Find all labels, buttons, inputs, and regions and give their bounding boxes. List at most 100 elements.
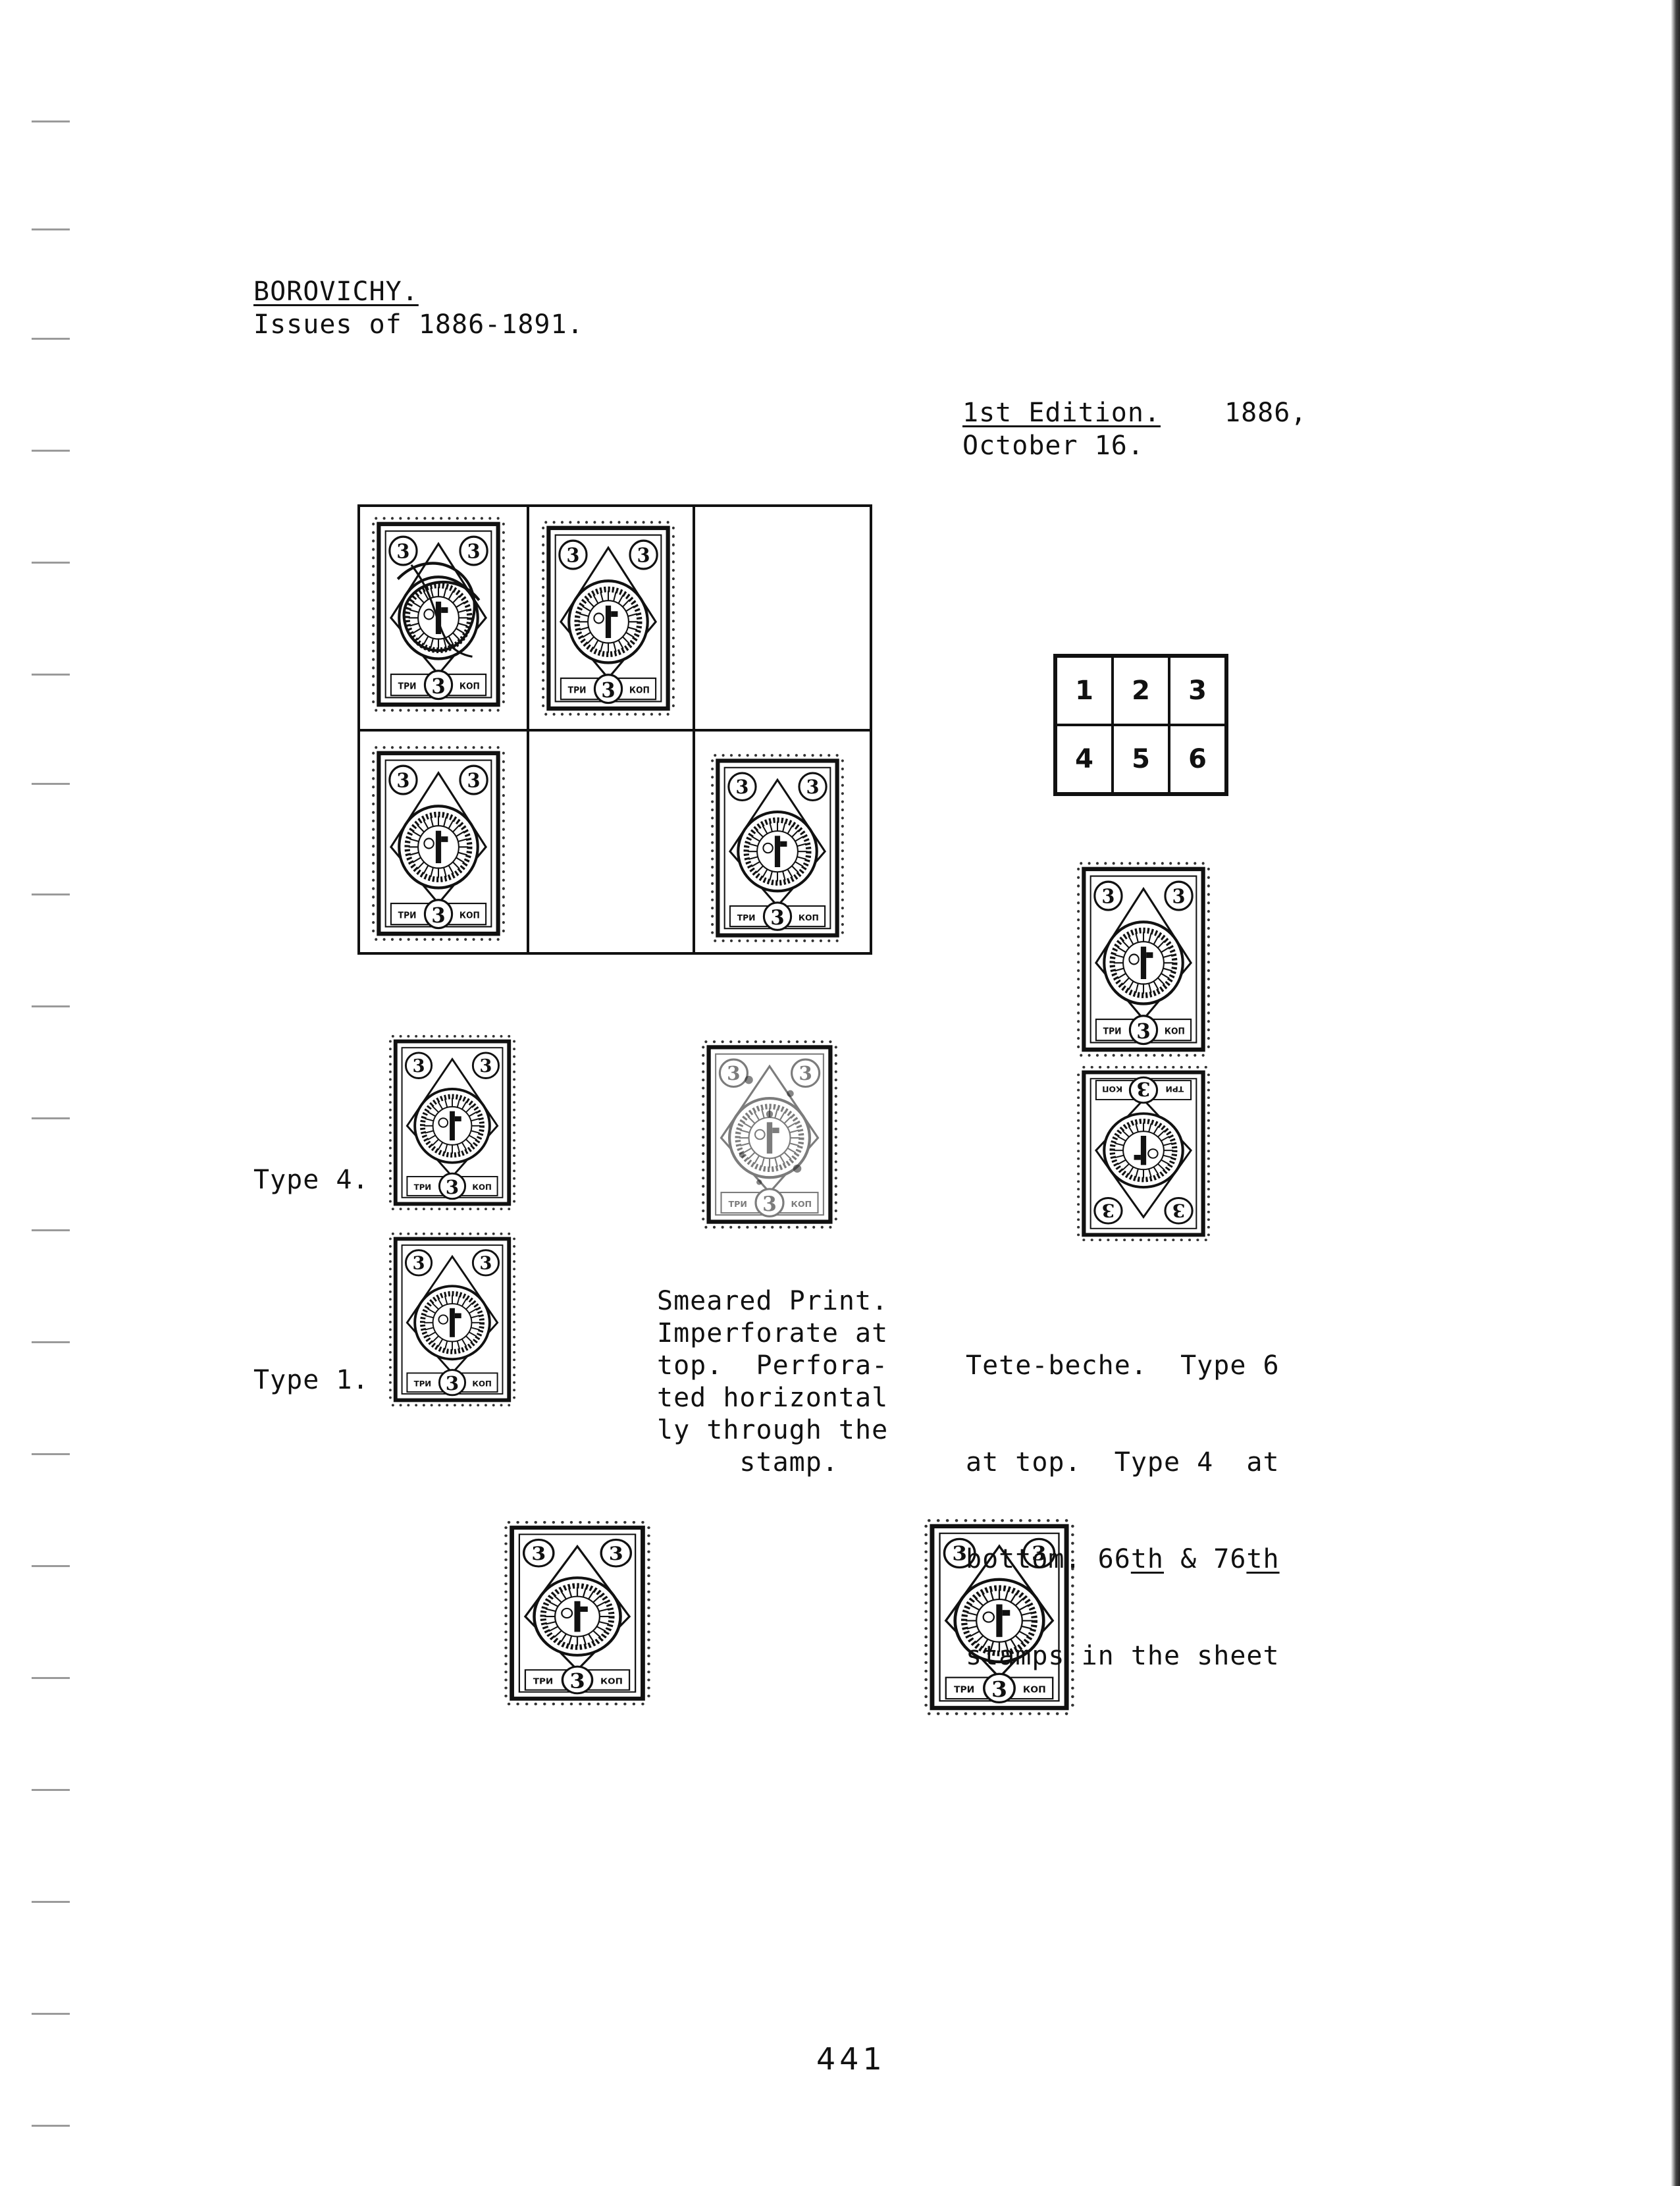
svg-text:КОП: КОП xyxy=(1023,1686,1046,1695)
svg-text:3: 3 xyxy=(396,768,409,792)
margin-tick xyxy=(32,893,70,895)
svg-text:КОП: КОП xyxy=(791,1199,812,1209)
stamp-image: 3 3 3 ТРИ КОП xyxy=(1076,861,1211,1058)
caption-line: Tete-beche. Type 6 xyxy=(966,1350,1280,1381)
margin-tick xyxy=(32,1453,70,1455)
svg-text:3: 3 xyxy=(991,1676,1007,1702)
edition-label: 1st Edition. xyxy=(962,398,1161,428)
page-title: BOROVICHY. xyxy=(253,277,419,307)
svg-text:ТРИ: ТРИ xyxy=(1165,1084,1184,1094)
svg-text:3: 3 xyxy=(1172,884,1186,908)
svg-text:ТРИ: ТРИ xyxy=(568,685,587,695)
svg-text:3: 3 xyxy=(1101,884,1115,908)
grid-divider xyxy=(357,729,872,732)
svg-text:КОП: КОП xyxy=(629,685,650,695)
svg-text:3: 3 xyxy=(799,1062,812,1084)
margin-tick xyxy=(32,562,70,564)
position-cell: 4 xyxy=(1056,725,1113,793)
smeared-print-caption: Smeared Print. Imperforate at top. Perfo… xyxy=(657,1286,889,1478)
svg-text:3: 3 xyxy=(467,768,481,792)
margin-tick xyxy=(32,120,70,122)
caption-line: stamps in the sheet xyxy=(966,1641,1280,1671)
stamp-image: 3 3 3 ТРИ КОП xyxy=(710,753,845,944)
margin-tick xyxy=(32,1565,70,1567)
svg-text:3: 3 xyxy=(1032,1543,1047,1566)
stamp-image: 3 3 3 ТРИ КОП xyxy=(923,1518,1076,1717)
svg-text:3: 3 xyxy=(479,1254,492,1274)
svg-text:ТРИ: ТРИ xyxy=(398,910,417,920)
svg-text:3: 3 xyxy=(412,1254,425,1274)
svg-text:КОП: КОП xyxy=(1165,1026,1185,1036)
svg-text:3: 3 xyxy=(467,539,481,563)
margin-tick xyxy=(32,2013,70,2015)
margin-tick xyxy=(32,1677,70,1679)
svg-text:3: 3 xyxy=(412,1055,425,1077)
edition-year: 1886, xyxy=(1224,398,1307,428)
svg-text:КОП: КОП xyxy=(600,1677,623,1686)
svg-text:ТРИ: ТРИ xyxy=(954,1686,974,1695)
stamp-image: 3 3 3 ТРИ КОП xyxy=(503,1520,652,1707)
svg-text:3: 3 xyxy=(1136,1019,1151,1044)
svg-text:3: 3 xyxy=(566,543,579,567)
stamp-image: 3 3 3 ТРИ КОП xyxy=(388,1034,517,1212)
margin-tick xyxy=(32,1005,70,1007)
svg-text:КОП: КОП xyxy=(799,913,819,922)
svg-text:3: 3 xyxy=(762,1192,777,1216)
type-label-1: Type 1. xyxy=(253,1365,369,1395)
svg-text:ТРИ: ТРИ xyxy=(414,1379,431,1389)
svg-text:КОП: КОП xyxy=(472,1379,491,1389)
svg-text:3: 3 xyxy=(1101,1200,1115,1221)
type-label-4: Type 4. xyxy=(253,1165,369,1195)
stamp-image: 3 3 3 ТРИ КОП xyxy=(371,516,506,713)
svg-text:3: 3 xyxy=(531,1543,546,1564)
svg-text:3: 3 xyxy=(735,776,748,798)
stamp-image-smeared: 3 3 3 ТРИ КОП xyxy=(700,1039,839,1230)
svg-text:3: 3 xyxy=(431,903,446,928)
margin-tick xyxy=(32,1789,70,1791)
position-cell: 3 xyxy=(1169,656,1226,725)
margin-tick xyxy=(32,228,70,230)
svg-text:3: 3 xyxy=(770,906,785,930)
svg-text:3: 3 xyxy=(806,776,820,798)
position-cell: 2 xyxy=(1113,656,1169,725)
stamp-image: 3 3 3 ТРИ КОП xyxy=(371,745,506,942)
svg-text:3: 3 xyxy=(446,1176,459,1198)
svg-text:3: 3 xyxy=(727,1062,740,1084)
stamp-image: 3 3 3 ТРИ КОП xyxy=(540,520,676,717)
margin-tick xyxy=(32,338,70,340)
margin-tick xyxy=(32,450,70,452)
margin-tick xyxy=(32,1229,70,1231)
margin-tick xyxy=(32,674,70,676)
ordinal-suffix: th xyxy=(1130,1544,1164,1574)
svg-text:3: 3 xyxy=(601,678,616,703)
edition-date: October 16. xyxy=(962,431,1144,461)
caption-line: at top. Type 4 at xyxy=(966,1447,1280,1478)
svg-text:ТРИ: ТРИ xyxy=(1103,1026,1122,1036)
svg-text:КОП: КОП xyxy=(459,910,480,920)
svg-text:3: 3 xyxy=(446,1373,459,1395)
tetebeche-caption: Tete-beche. Type 6 at top. Type 4 at bot… xyxy=(966,1285,1280,1737)
svg-text:КОП: КОП xyxy=(1102,1084,1122,1094)
svg-text:ТРИ: ТРИ xyxy=(533,1677,554,1686)
page-subtitle: Issues of 1886-1891. xyxy=(253,309,584,340)
svg-text:ТРИ: ТРИ xyxy=(414,1183,431,1192)
position-cell: 1 xyxy=(1056,656,1113,725)
svg-text:3: 3 xyxy=(609,1543,623,1564)
margin-tick xyxy=(32,2125,70,2127)
svg-text:3: 3 xyxy=(431,674,446,699)
svg-text:КОП: КОП xyxy=(459,681,480,691)
stamp-image-inverted: 3 3 3 ТРИ КОП xyxy=(1076,1065,1211,1242)
svg-text:3: 3 xyxy=(479,1055,492,1077)
svg-text:3: 3 xyxy=(637,543,650,567)
caption-text: bottom. 66 xyxy=(966,1544,1131,1574)
position-cell: 6 xyxy=(1169,725,1226,793)
page-edge-shadow xyxy=(1671,0,1680,2186)
svg-text:3: 3 xyxy=(1136,1077,1151,1100)
margin-tick xyxy=(32,1117,70,1119)
caption-text: & 76 xyxy=(1164,1544,1247,1574)
svg-text:ТРИ: ТРИ xyxy=(737,913,756,922)
svg-text:3: 3 xyxy=(1172,1200,1186,1221)
caption-line: bottom. 66th & 76th xyxy=(966,1543,1280,1576)
svg-text:КОП: КОП xyxy=(472,1183,491,1192)
